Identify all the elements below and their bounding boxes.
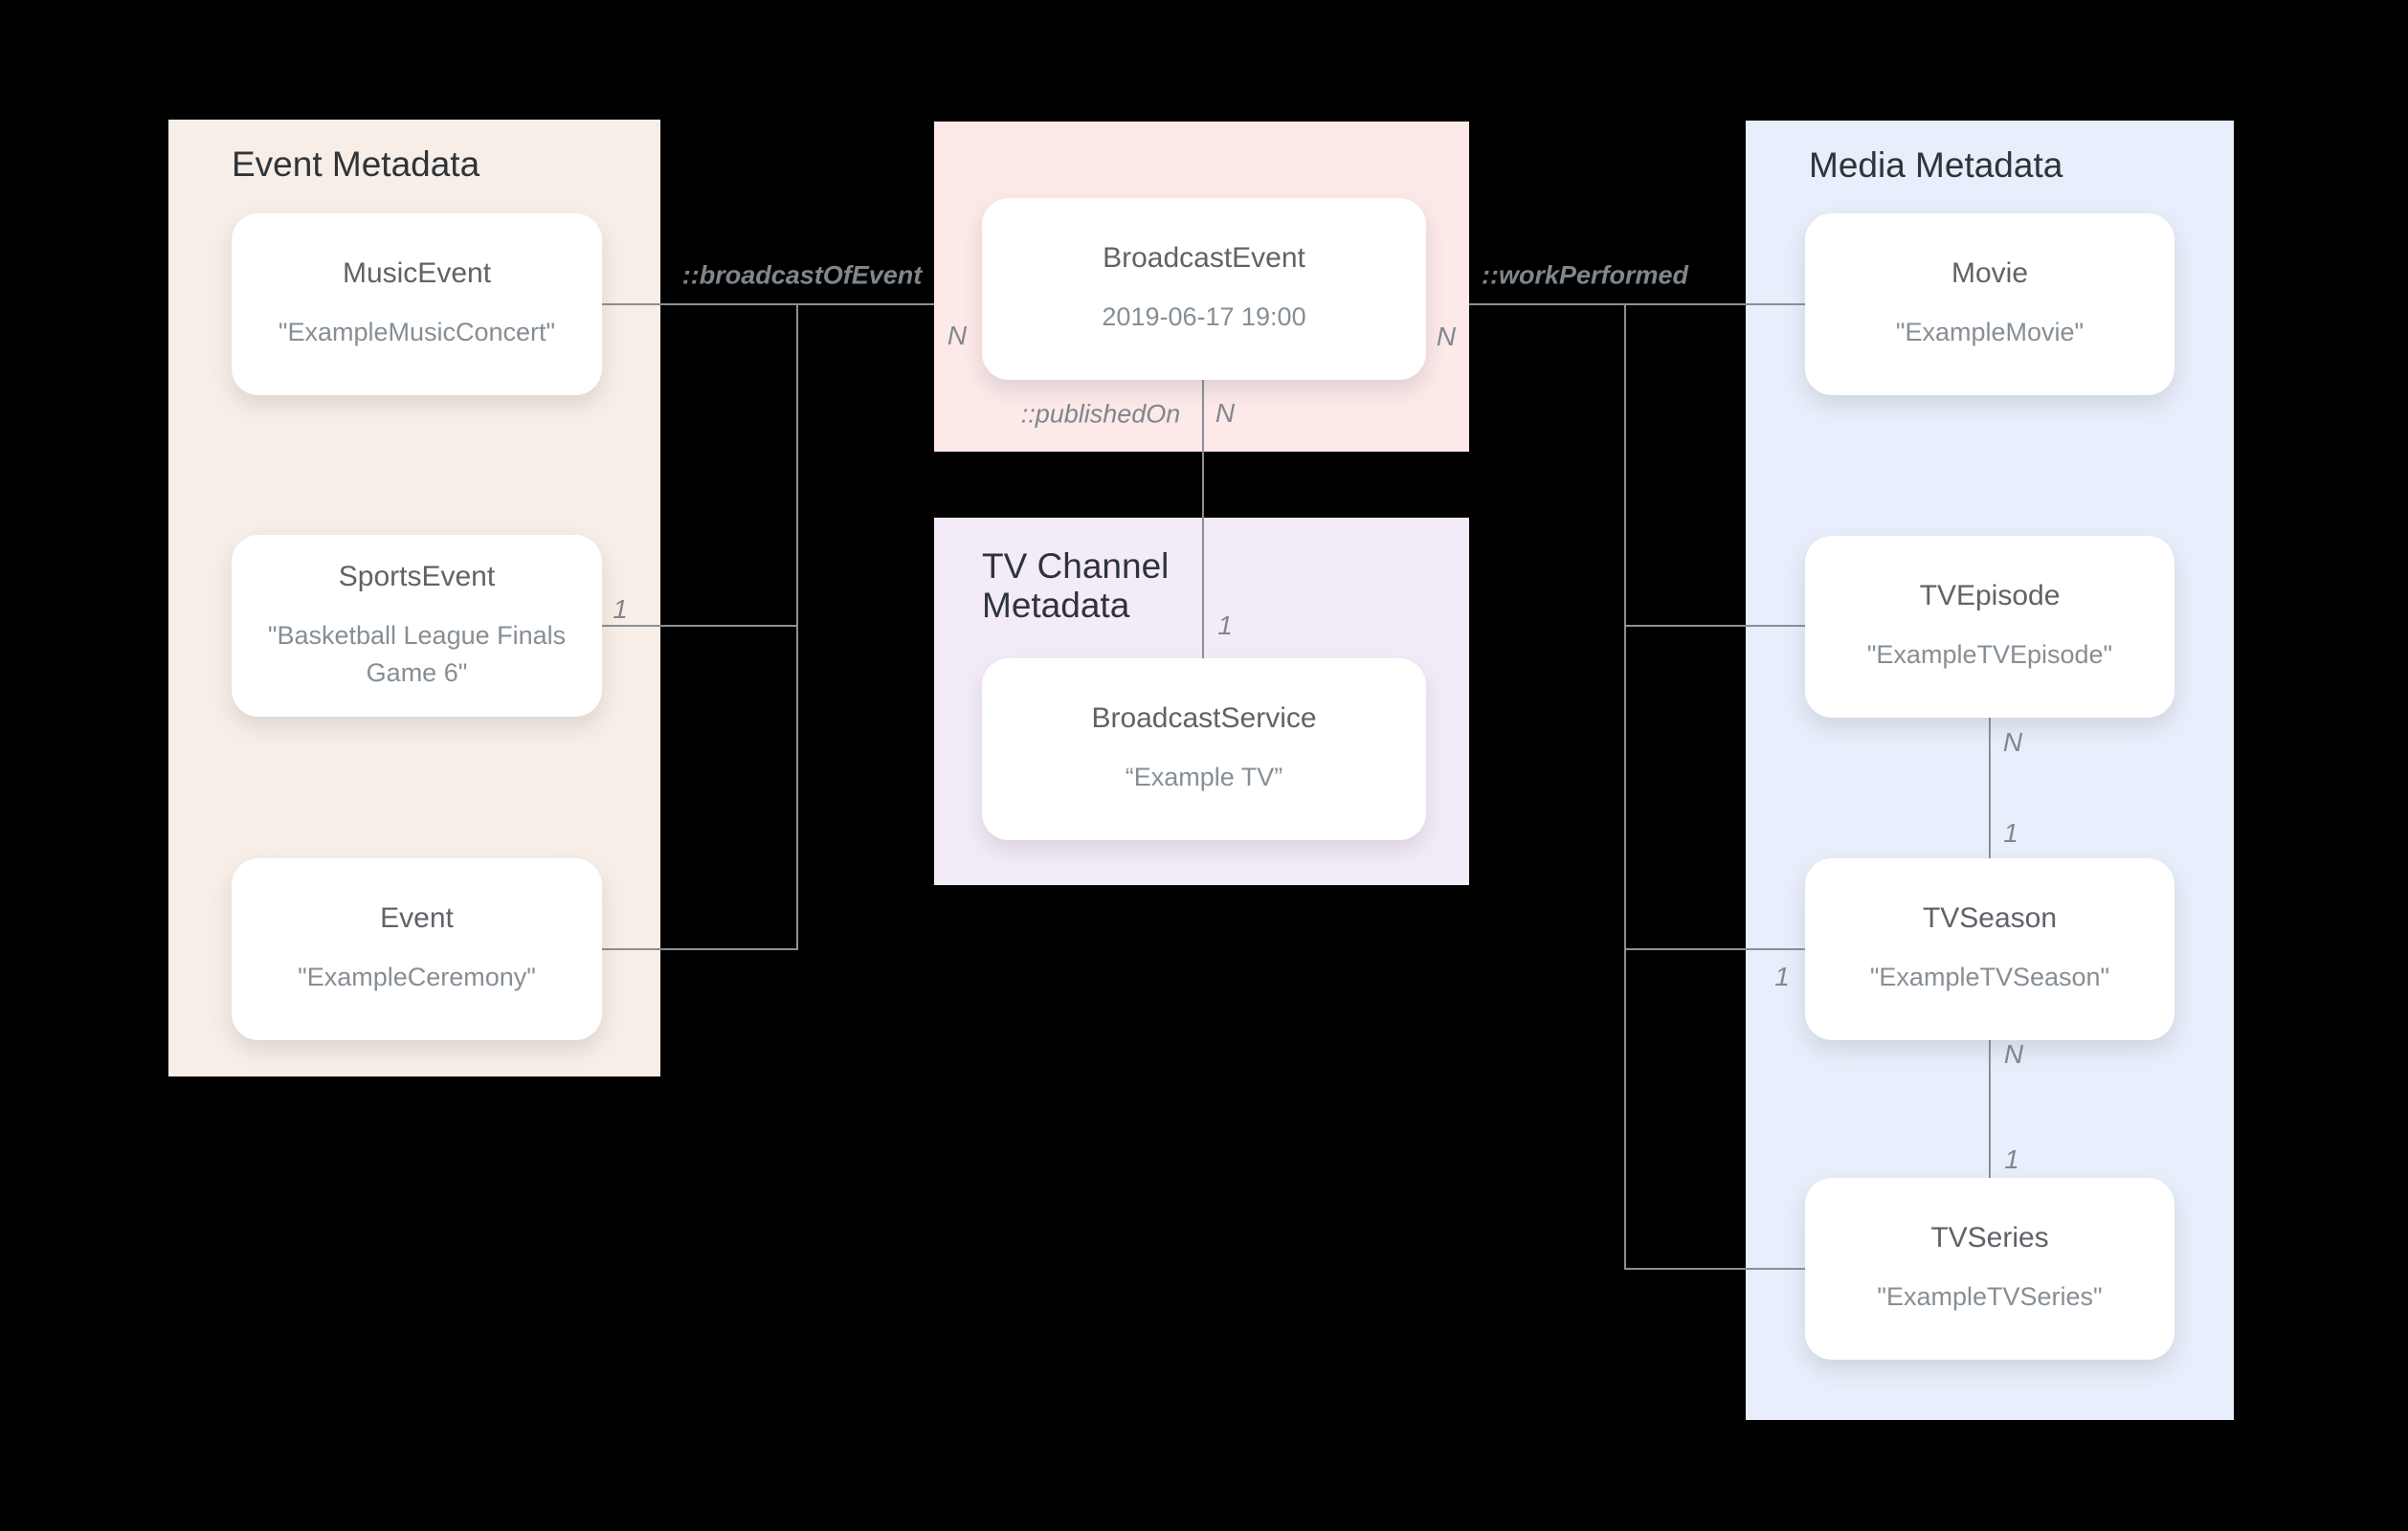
multiplicity-sportsevent-1: 1 [613, 594, 628, 624]
entity-title: BroadcastEvent [1103, 242, 1305, 275]
connector-publishedon [1202, 380, 1204, 658]
panel-title-media-metadata: Media Metadata [1809, 145, 2063, 185]
entity-example-value: "ExampleMusicConcert" [278, 318, 556, 347]
connector-tvepisode-tvseason [1989, 718, 1991, 858]
entity-example-value: "Basketball League Finals Game 6" [267, 620, 567, 687]
entity-card-tvseason: TVSeason "ExampleTVSeason" [1805, 858, 2174, 1040]
connector-broadcastevent-movie [1469, 303, 1805, 305]
entity-card-broadcastservice: BroadcastService “Example TV” [982, 658, 1426, 840]
connector-event-branch [602, 948, 798, 950]
multiplicity-publishedon-n: N [1215, 398, 1236, 428]
multiplicity-episode-season-n: N [2002, 727, 2023, 757]
entity-card-tvseries: TVSeries "ExampleTVSeries" [1805, 1178, 2174, 1360]
entity-example-value: "ExampleMovie" [1895, 318, 2085, 347]
panel-title-tv-channel-metadata: TV Channel Metadata [982, 546, 1170, 626]
entity-title: Event [380, 902, 454, 935]
entity-title: MusicEvent [342, 257, 492, 290]
connector-sportsevent-branch [602, 625, 798, 627]
entity-example-value: 2019-06-17 19:00 [1102, 302, 1306, 332]
entity-example-value: “Example TV” [1125, 763, 1283, 792]
entity-example-value: "ExampleCeremony" [298, 963, 536, 992]
entity-card-movie: Movie "ExampleMovie" [1805, 213, 2174, 395]
entity-card-musicevent: MusicEvent "ExampleMusicConcert" [232, 213, 602, 395]
connector-right-trunk [1624, 303, 1626, 1270]
multiplicity-episode-season-1: 1 [2003, 818, 2018, 848]
entity-card-broadcastevent: BroadcastEvent 2019-06-17 19:00 [982, 198, 1426, 380]
entity-title: TVSeries [1930, 1222, 2049, 1254]
entity-card-tvepisode: TVEpisode "ExampleTVEpisode" [1805, 536, 2174, 718]
entity-example-value: "ExampleTVSeries" [1877, 1282, 2103, 1312]
entity-title: BroadcastService [1091, 702, 1317, 735]
entity-card-sportsevent: SportsEvent "Basketball League Finals Ga… [232, 535, 602, 717]
multiplicity-broadcastservice-1: 1 [1217, 610, 1233, 640]
edge-label-publishedon: ::publishedOn [1020, 399, 1181, 429]
connector-left-trunk [796, 303, 798, 950]
entity-example-value: "ExampleTVSeason" [1869, 963, 2110, 992]
edge-label-workperformed: ::workPerformed [1481, 260, 1689, 290]
connector-tvseries-branch [1624, 1268, 1805, 1270]
entity-title: TVSeason [1922, 902, 2058, 935]
connector-tvepisode-branch [1624, 625, 1805, 627]
connector-tvseason-branch [1624, 948, 1805, 950]
connector-tvseason-tvseries [1989, 1040, 1991, 1178]
entity-title: Movie [1951, 257, 2029, 290]
entity-title: TVEpisode [1919, 580, 2061, 612]
connector-musicevent-broadcastevent [602, 303, 934, 305]
multiplicity-broadcastofevent-n: N [947, 321, 968, 350]
entity-title: SportsEvent [338, 560, 496, 592]
multiplicity-season-series-n: N [2003, 1039, 2024, 1069]
multiplicity-season-series-1: 1 [2004, 1144, 2019, 1174]
multiplicity-workperformed-n: N [1436, 322, 1457, 351]
panel-title-event-metadata: Event Metadata [232, 144, 480, 184]
edge-label-broadcastofevent: ::broadcastOfEvent [681, 260, 923, 290]
multiplicity-tvseason-1: 1 [1774, 962, 1790, 991]
entity-card-event: Event "ExampleCeremony" [232, 858, 602, 1040]
entity-example-value: "ExampleTVEpisode" [1866, 640, 2113, 670]
